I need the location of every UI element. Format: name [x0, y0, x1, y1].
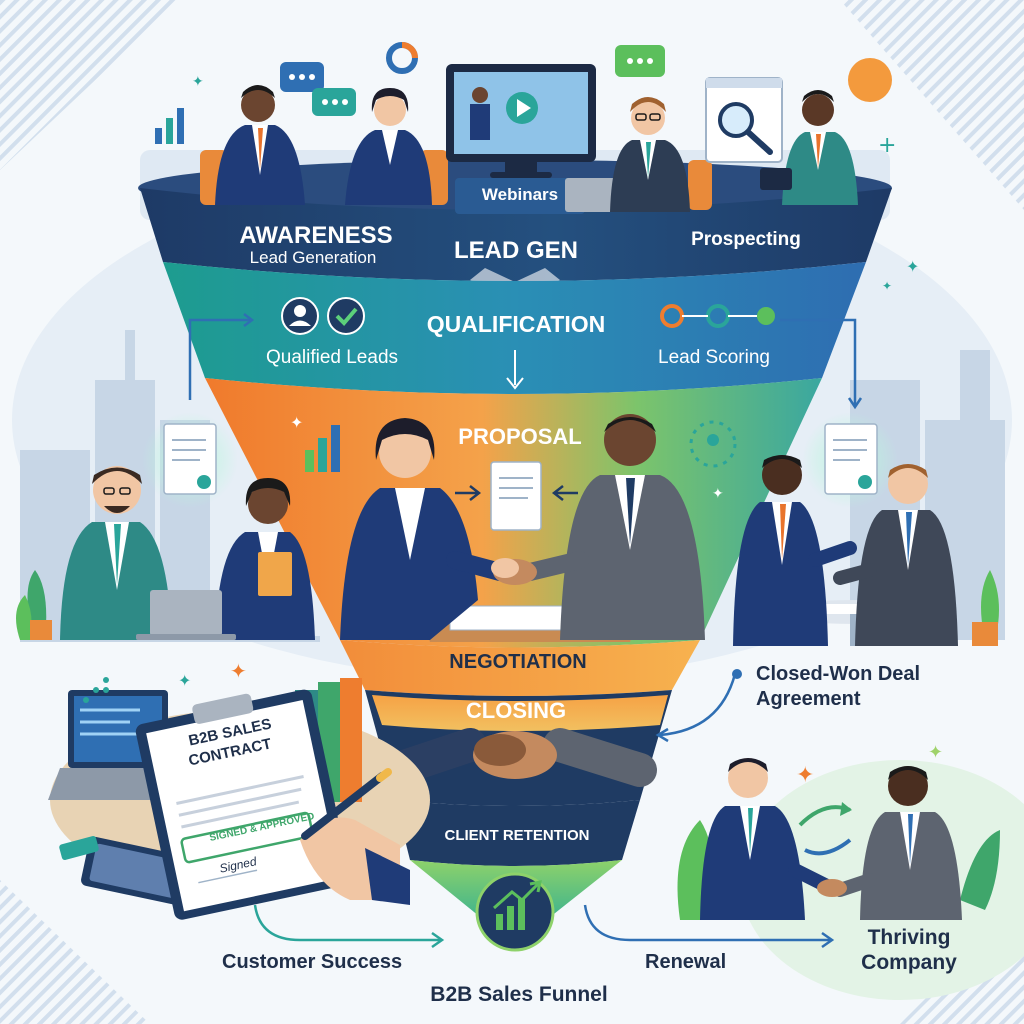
handshake-icon: [817, 879, 847, 897]
sparkle-icon: ✦: [230, 659, 247, 683]
top-scene: [200, 64, 858, 214]
person-top-1: [215, 85, 305, 205]
funnel-caption: B2B Sales Funnel: [430, 983, 608, 1006]
agreement-label: Agreement: [756, 688, 861, 710]
magnifier-browser: [705, 77, 783, 163]
proposal-label: PROPOSAL: [458, 424, 582, 449]
check-circle-icon: [327, 297, 365, 335]
funnel-band-negotiation: [340, 640, 700, 696]
qualification-icons: [281, 297, 775, 390]
pen-icon: [301, 772, 386, 840]
funnel-band-awareness: [140, 188, 892, 281]
awareness-sub-label: Lead Generation: [249, 248, 377, 267]
person-right-1: [733, 455, 857, 646]
bar-chart-icon: [305, 425, 340, 472]
lead-scoring-label: Lead Scoring: [658, 347, 770, 368]
svg-text:✦: ✦: [178, 671, 191, 690]
svg-text:✦: ✦: [906, 257, 919, 276]
person-left-man: [60, 466, 172, 640]
sparkle-icon: ✦: [796, 763, 814, 788]
document-left: [142, 412, 238, 508]
thriving-label: Thriving: [867, 926, 951, 949]
company-label: Company: [861, 951, 957, 974]
renewal-label: Renewal: [645, 951, 727, 973]
plus-icon: +: [878, 133, 896, 158]
funnel-band-qualification: [163, 262, 866, 394]
network-icon: [660, 304, 775, 328]
proposal-scene: [305, 414, 737, 642]
left-office-scene: [16, 466, 320, 642]
webinars-label: Webinars: [481, 185, 559, 204]
awareness-label: AWARENESS: [239, 222, 393, 249]
svg-text:✦: ✦: [192, 74, 204, 90]
top-decorations: +: [155, 42, 896, 158]
connector-arrows: [253, 669, 835, 949]
person-top-4: [760, 90, 858, 205]
qualification-label: QUALIFICATION: [426, 311, 606, 337]
sparkle-icon: ✦: [928, 742, 943, 763]
svg-text:✦: ✦: [290, 413, 303, 432]
lead-gen-label: LEAD GEN: [453, 237, 579, 264]
svg-text:✦: ✦: [712, 486, 724, 502]
handshake-icon: [491, 558, 537, 585]
bar-chart-icon: [155, 108, 184, 144]
person-top-3: [610, 97, 690, 212]
network-icon: [689, 420, 737, 468]
sun-circle: [848, 58, 892, 102]
person-proposal-man: [521, 414, 705, 640]
laptop: [565, 178, 617, 212]
closed-won-label: Closed-Won Deal: [756, 663, 921, 685]
magnifier-icon: [718, 102, 754, 138]
qualified-leads-label: Qualified Leads: [265, 347, 399, 368]
funnel-band-retention: [395, 800, 640, 866]
growth-chart-icon: [475, 872, 555, 952]
approved-stamp: [180, 811, 314, 864]
prospecting-label: Prospecting: [691, 229, 801, 250]
person-renewal-1: [700, 758, 832, 920]
person-renewal-2: [833, 766, 962, 920]
closing-label: CLOSING: [465, 698, 567, 723]
laptop: [150, 590, 222, 636]
renewal-scene: ✦ ✦: [677, 742, 1000, 920]
right-office-scene: [733, 455, 999, 646]
webinar-monitor: [446, 64, 596, 178]
contract-scene: ✦: [48, 659, 430, 920]
negotiation-label: NEGOTIATION: [449, 651, 587, 673]
customer-success-label: Customer Success: [222, 951, 403, 973]
document-right: [802, 412, 898, 508]
binder: [340, 678, 362, 802]
sparkles: ✦ ✦ ✦ ✦ ✦ ✦: [178, 74, 919, 690]
document-icon: [490, 461, 542, 531]
webinars-panel: [455, 178, 585, 214]
person-left-woman: [215, 478, 315, 640]
person-top-2: [345, 88, 432, 205]
side-arrows: [188, 313, 863, 410]
person-right-2: [833, 464, 958, 646]
clipboard: [135, 689, 351, 920]
closing-label-band: [372, 695, 668, 731]
client-retention-label: CLIENT RETENTION: [444, 827, 590, 844]
svg-text:✦: ✦: [882, 279, 892, 293]
